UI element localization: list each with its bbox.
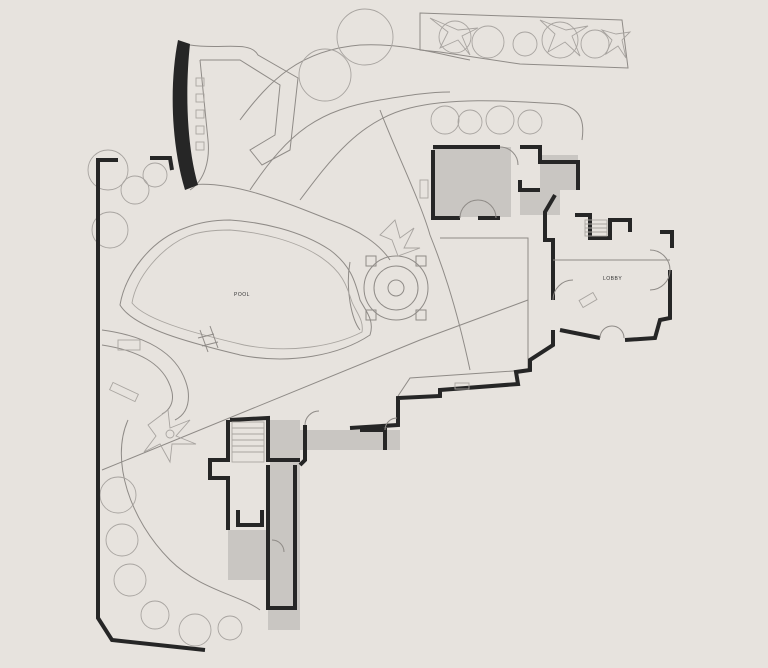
lobby-label: LOBBY (603, 276, 622, 282)
lobby: LOBBY (553, 259, 670, 309)
pool-label: POOL (234, 292, 250, 298)
trees (87, 8, 632, 647)
pool-outline (119, 219, 372, 360)
round-pavilion (363, 219, 429, 321)
walls (96, 145, 674, 652)
pool-ladder (197, 325, 219, 353)
pool-area: POOL (119, 219, 372, 360)
west-seating (101, 329, 197, 464)
plan-details (419, 179, 470, 390)
doors (271, 146, 671, 553)
landscape-paths (101, 12, 629, 611)
terrace (172, 40, 299, 191)
stairs (231, 219, 608, 463)
